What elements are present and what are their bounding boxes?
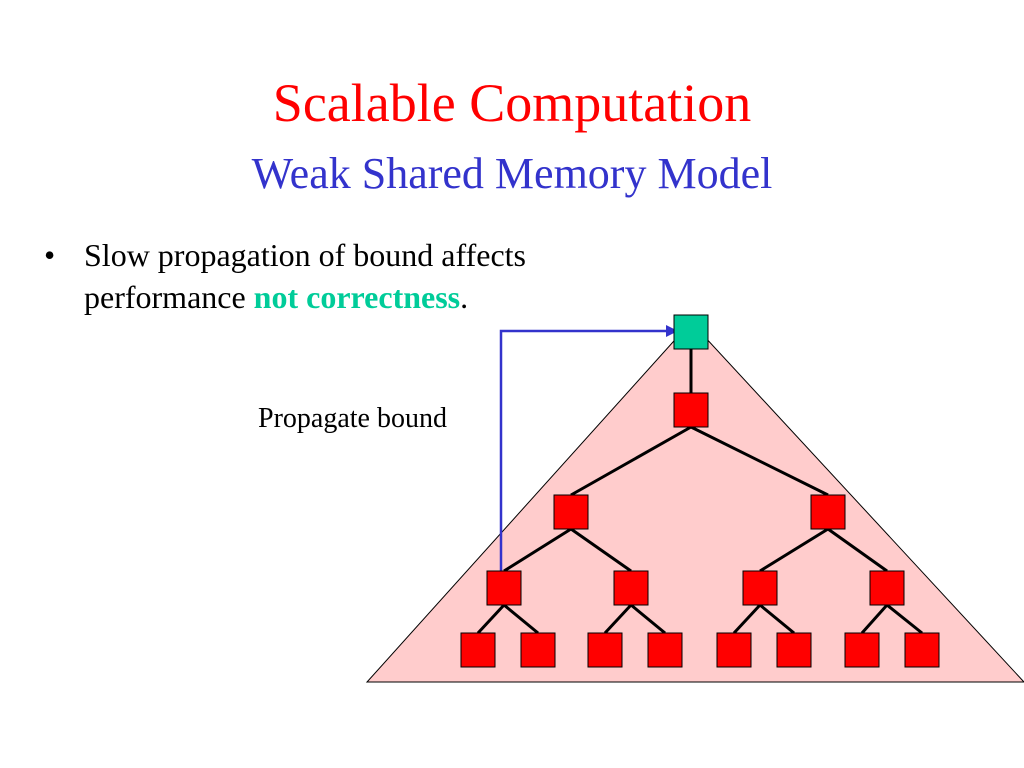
tree-edge [860, 604, 889, 634]
bullet-point: • Slow propagation of bound affects perf… [44, 234, 684, 318]
tree-edge [759, 603, 795, 635]
propagate-arrow-head [666, 325, 678, 337]
tree-node [776, 632, 812, 668]
tree-node [869, 570, 905, 606]
bullet-text: Slow propagation of bound affects perfor… [84, 237, 526, 315]
root-node [673, 314, 709, 350]
tree-node [520, 632, 556, 668]
slide-title: Scalable Computation [272, 73, 752, 133]
propagate-arrow [499, 329, 668, 586]
bullet-highlight: not correctness [253, 279, 461, 315]
tree-node [844, 632, 880, 668]
bullet-end: . [460, 279, 469, 315]
tree-node [904, 632, 940, 668]
slide-subtitle: Weak Shared Memory Model [251, 149, 773, 198]
tree-edge [503, 603, 539, 635]
tree-node [460, 632, 496, 668]
tree-node [742, 570, 778, 606]
bullet-text-block: Slow propagation of bound affects perfor… [84, 234, 684, 318]
tree-edge [503, 527, 572, 573]
tree-edge [630, 603, 666, 635]
tree-edge [759, 527, 829, 573]
tree-edge [476, 603, 506, 635]
tree-node [553, 494, 589, 530]
tree-triangle [365, 321, 1024, 683]
tree-node [673, 392, 709, 428]
tree-node [613, 570, 649, 606]
tree-edge [690, 425, 829, 497]
tree-node [486, 570, 522, 606]
tree-node [810, 494, 846, 530]
tree-edge [732, 603, 762, 635]
tree-node [716, 632, 752, 668]
bullet-marker: • [44, 237, 56, 273]
tree-nodes [460, 314, 940, 668]
tree-edges [476, 349, 923, 635]
tree-edge [827, 527, 888, 573]
tree-edge [570, 527, 632, 573]
tree-edge [886, 603, 923, 635]
propagate-bound-label: Propagate bound [258, 403, 447, 434]
tree-edge [570, 425, 692, 497]
tree-edge [603, 603, 633, 635]
tree-node [587, 632, 623, 668]
tree-node [647, 632, 683, 668]
